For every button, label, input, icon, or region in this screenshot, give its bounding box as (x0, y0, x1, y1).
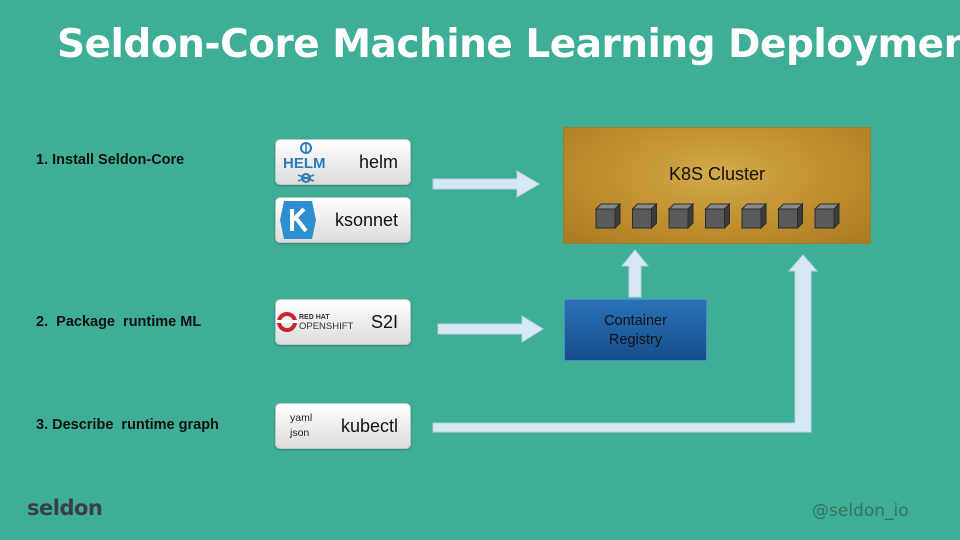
step-1-label: 1. Install Seldon-Core (36, 152, 185, 168)
k8s-cluster-label: K8S Cluster (668, 164, 766, 184)
container-registry-box: Container Registry (564, 299, 707, 361)
arrow-helm-to-cluster (432, 170, 540, 198)
kubectl-tool-box: yaml json kubectl (275, 403, 411, 449)
step-2-label: 2. Package runtime ML (36, 314, 202, 330)
container-registry-label: Container Registry (565, 312, 706, 350)
cluster-node-cube-icon (594, 202, 622, 230)
kubectl-label: kubectl (340, 416, 398, 436)
container-registry-line2: Registry (608, 332, 663, 348)
cluster-nodes (594, 202, 841, 230)
openshift-logo-line1: RED HAT (299, 314, 330, 321)
cluster-node-cube-icon (631, 202, 658, 230)
json-label: json (290, 427, 310, 439)
openshift-logo-icon: RED HAT OPENSHIFT (276, 312, 354, 332)
arrow-registry-to-cluster (620, 249, 650, 298)
k8s-cluster-box: K8S Cluster (563, 127, 871, 244)
ksonnet-label: ksonnet (334, 210, 398, 230)
container-registry-line1: Container (604, 313, 667, 329)
arrow-s2i-to-registry (437, 315, 544, 343)
helm-logo-icon: HELM (283, 142, 326, 183)
seldon-logo: seldon (27, 496, 103, 520)
helm-label: helm (358, 152, 398, 172)
step-3-label: 3. Describe runtime graph (36, 417, 219, 433)
ksonnet-tool-box: ksonnet (275, 197, 411, 243)
cluster-node-cube-icon (777, 202, 804, 230)
slide-title: Seldon-Core Machine Learning Deployment (57, 22, 960, 67)
helm-tool-box: HELM helm (275, 139, 411, 185)
cluster-node-cube-icon (667, 202, 695, 230)
cluster-node-cube-icon (704, 202, 731, 230)
s2i-label: S2I (370, 312, 398, 332)
twitter-handle: @seldon_io (812, 501, 909, 521)
cluster-node-cube-icon (813, 202, 841, 230)
s2i-tool-box: RED HAT OPENSHIFT S2I (275, 299, 411, 345)
openshift-logo-line2: OPENSHIFT (299, 321, 354, 332)
yaml-label: yaml (290, 412, 313, 424)
ksonnet-logo-icon (280, 201, 316, 239)
arrow-kubectl-to-cluster (432, 254, 819, 433)
helm-logo-text: HELM (283, 155, 326, 172)
cluster-node-cube-icon (740, 202, 768, 230)
